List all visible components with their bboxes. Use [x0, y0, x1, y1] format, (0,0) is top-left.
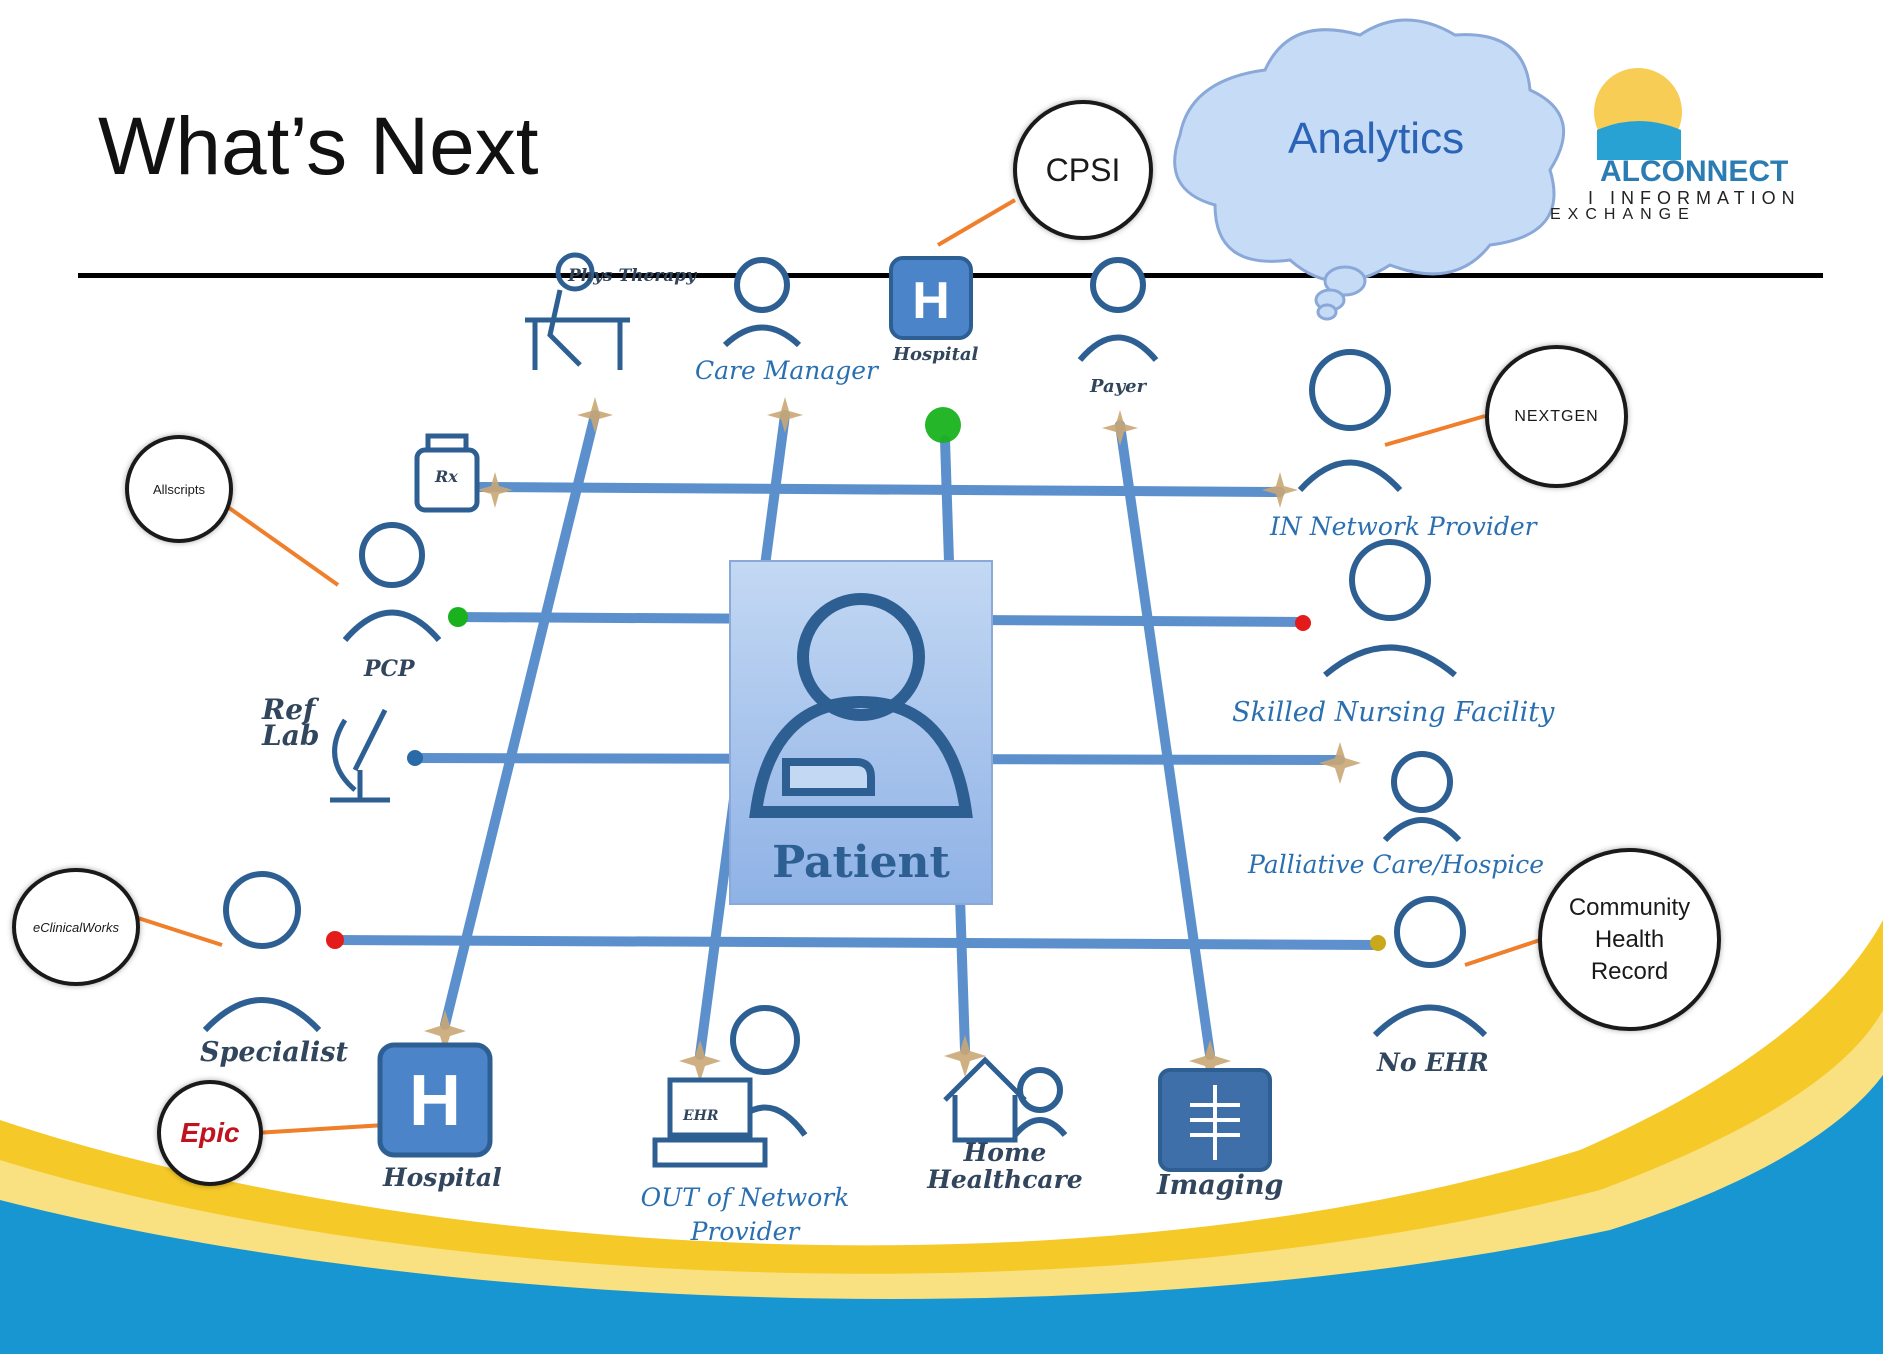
patient-icon	[749, 593, 973, 818]
cpsi-badge-label: CPSI	[1045, 151, 1121, 188]
no-ehr-label: No EHR	[1377, 1048, 1489, 1077]
star-marker	[424, 1010, 466, 1052]
status-dot-green	[448, 607, 468, 627]
in-network-provider-icon	[1297, 349, 1403, 493]
allscripts-badge[interactable]: Allscripts	[125, 435, 233, 543]
connector-nextgen	[1384, 414, 1486, 447]
phys-therapy-label: Phys Therapy	[568, 266, 697, 286]
grid-line-col1	[440, 410, 600, 1030]
star-marker	[477, 472, 513, 508]
ref-lab-label: Ref Lab	[262, 693, 320, 752]
star-marker	[1189, 1040, 1231, 1082]
grid-line-col4	[1115, 420, 1215, 1060]
logo-line3: EXCHANGE	[1550, 206, 1696, 223]
svg-text:H: H	[409, 1061, 461, 1141]
status-dot-red	[1295, 615, 1311, 631]
specialist-icon	[202, 871, 322, 1033]
nextgen-badge[interactable]: NEXTGEN	[1485, 345, 1628, 488]
no-ehr-icon	[1372, 896, 1488, 1038]
community-badge-line2: Health	[1594, 925, 1665, 953]
connector-eclinicalworks	[137, 916, 223, 947]
hie-logo-icon	[1594, 68, 1682, 160]
logo-line2: I INFORMATION	[1588, 188, 1801, 208]
epic-badge-label: Epic	[180, 1117, 240, 1148]
analytics-cloud	[1173, 18, 1566, 321]
home-healthcare-label-line2: Healthcare	[927, 1165, 1083, 1194]
hospital-top-label: Hospital	[893, 344, 979, 365]
star-marker	[577, 397, 613, 433]
community-badge-line3: Record	[1590, 957, 1669, 985]
patient-label: Patient	[772, 837, 950, 888]
rx-bottle-icon	[414, 433, 480, 513]
care-manager-icon	[722, 257, 802, 348]
logo-line1: ALCONNECT	[1600, 155, 1789, 188]
rx-label: Rx	[435, 467, 458, 486]
hospital-bottom-label: Hospital	[383, 1163, 502, 1192]
palliative-icon	[1382, 751, 1462, 843]
out-network-label-line2: Provider	[690, 1217, 800, 1246]
star-marker	[1319, 742, 1361, 784]
imaging-icon	[1158, 1068, 1272, 1172]
out-network-label-line1: OUT of Network	[640, 1183, 850, 1212]
eclinicalworks-badge-label: eClinicalWorks	[33, 919, 119, 935]
star-marker	[679, 1040, 721, 1082]
palliative-label: Palliative Care/Hospice	[1248, 850, 1545, 879]
home-icon	[943, 1056, 1027, 1143]
slide-title: What’s Next	[98, 101, 539, 192]
status-dot-yellow	[1370, 935, 1386, 951]
pcp-icon	[342, 522, 442, 642]
status-dot-green	[925, 407, 961, 443]
status-dot-blue	[407, 750, 423, 766]
star-marker	[1262, 472, 1298, 508]
connector-allscripts	[223, 503, 340, 587]
home-healthcare-label-line1: Home	[963, 1138, 1047, 1167]
connector-cpsi	[936, 198, 1017, 247]
payer-icon	[1077, 257, 1159, 362]
svg-text:H: H	[912, 272, 950, 330]
patient-node[interactable]: Patient	[729, 560, 993, 905]
star-marker	[944, 1035, 986, 1077]
cpsi-badge[interactable]: CPSI	[1013, 100, 1153, 240]
connector-epic	[254, 1123, 386, 1135]
pcp-label: PCP	[364, 656, 415, 682]
payer-label: Payer	[1090, 376, 1147, 397]
grid-line-row1	[475, 482, 1285, 497]
community-badge-line1: Community	[1568, 893, 1691, 921]
skilled-nursing-label: Skilled Nursing Facility	[1232, 697, 1555, 728]
nextgen-badge-label: NEXTGEN	[1514, 407, 1599, 425]
skilled-nursing-icon	[1323, 539, 1457, 678]
star-marker	[1102, 410, 1138, 446]
phys-therapy-icon	[525, 252, 630, 370]
analytics-label: Analytics	[1288, 114, 1465, 163]
status-dot-red	[326, 931, 344, 949]
ehr-computer-icon	[652, 1077, 768, 1168]
care-manager-label: Care Manager	[695, 356, 878, 385]
microscope-icon	[330, 708, 390, 803]
specialist-label: Specialist	[200, 1037, 348, 1068]
home-healthcare-person-icon	[1012, 1067, 1068, 1137]
imaging-label: Imaging	[1157, 1170, 1284, 1201]
connector-community	[1464, 938, 1541, 967]
hospital-top-icon: H	[889, 256, 973, 340]
grid-line-row4	[330, 935, 1385, 950]
ehr-label: EHR	[683, 1108, 719, 1124]
community-health-record-badge[interactable]: Community Health Record	[1538, 848, 1721, 1031]
epic-badge[interactable]: Epic	[157, 1080, 263, 1186]
eclinicalworks-badge[interactable]: eClinicalWorks	[12, 868, 140, 986]
in-network-provider-label: IN Network Provider	[1270, 512, 1537, 541]
star-marker	[767, 397, 803, 433]
hospital-bottom-icon: H	[377, 1042, 493, 1158]
allscripts-badge-label: Allscripts	[152, 481, 205, 497]
